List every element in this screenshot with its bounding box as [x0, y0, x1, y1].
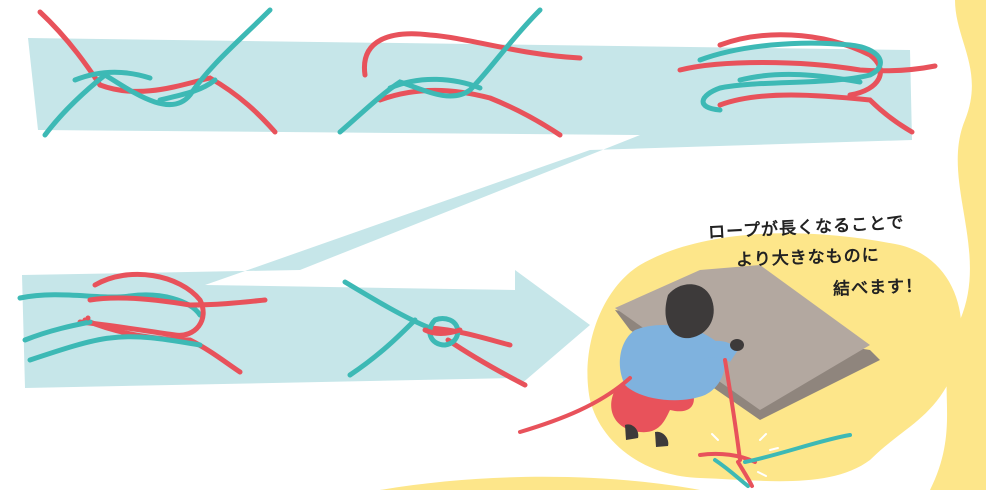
knot-step-3 [677, 32, 938, 135]
yellow-edge-bottom [380, 476, 700, 490]
person-hair [665, 284, 714, 339]
ground-ropes [518, 358, 852, 488]
knot-step-5 [342, 279, 528, 388]
person-shoe-left [625, 424, 639, 440]
yellow-edge-shape [930, 0, 986, 490]
knot-step-2 [337, 7, 583, 138]
person-figure [611, 284, 744, 447]
sparkle-marks [711, 433, 779, 477]
knot-step-4 [17, 271, 268, 375]
knot-step-1 [37, 7, 278, 138]
caption-line-2: より大きなものに [735, 245, 881, 271]
person-shirt [619, 325, 725, 401]
person-hand [730, 339, 744, 351]
person-arm [700, 340, 738, 362]
person-shoe-right [655, 431, 669, 447]
caption-line-3: 結べます！ [832, 276, 924, 300]
